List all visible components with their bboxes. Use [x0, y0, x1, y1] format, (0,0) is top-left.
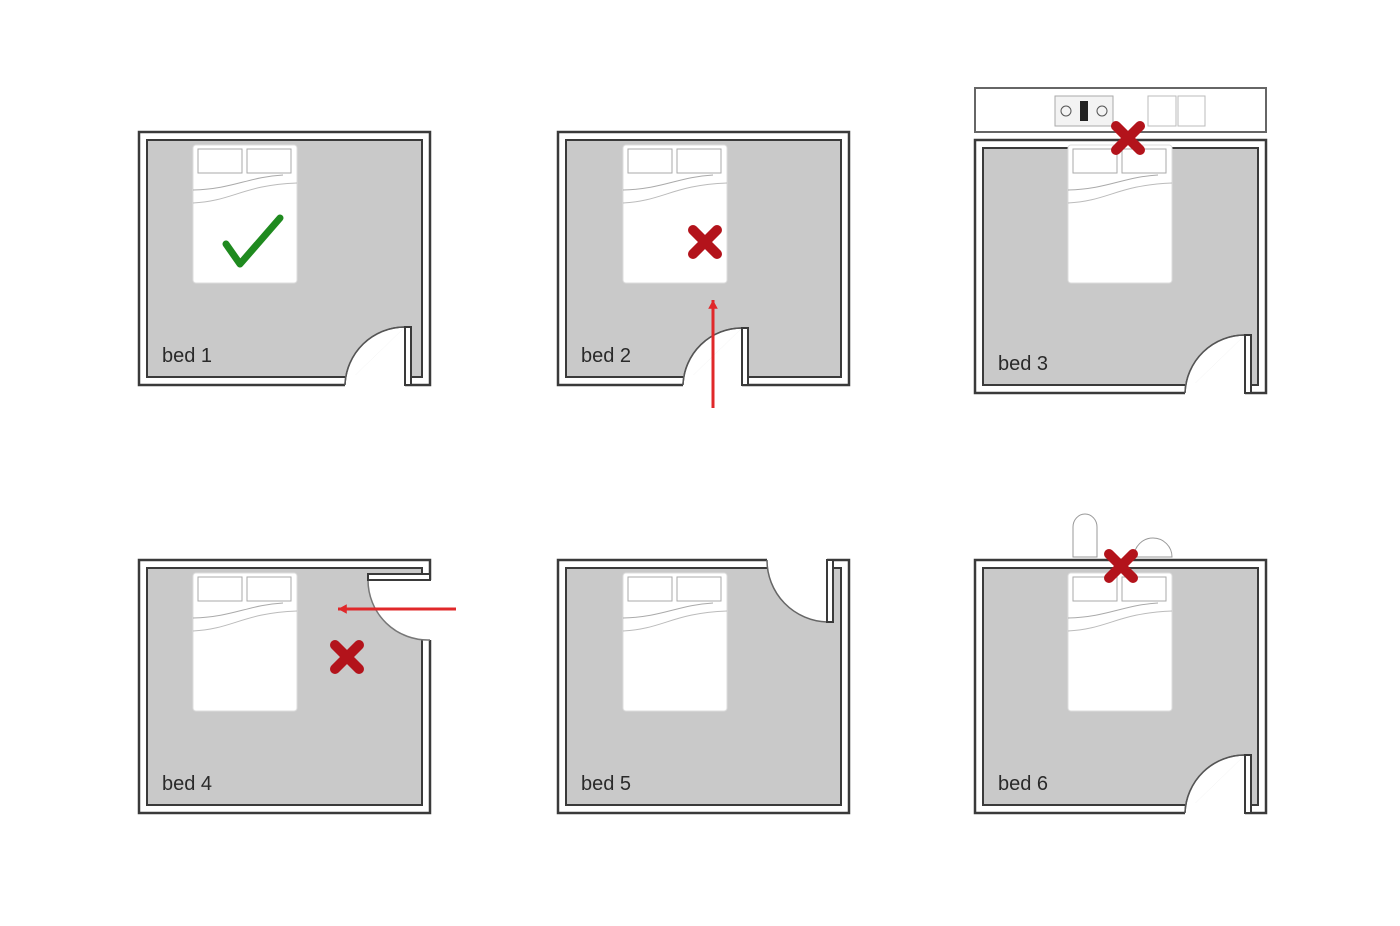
pillow — [246, 576, 292, 602]
room-label: bed 4 — [162, 773, 212, 795]
door-swing-area — [1185, 755, 1245, 813]
cross-mark-icon — [330, 640, 364, 674]
blanket-fold — [622, 602, 714, 619]
door-leaf — [1244, 754, 1252, 814]
blanket-fold — [622, 610, 728, 632]
burner — [1060, 105, 1072, 117]
door-swing-area — [1185, 335, 1245, 393]
cross-stroke — [688, 225, 722, 259]
arrow-icon — [338, 604, 456, 614]
door-arc — [1184, 754, 1246, 814]
bed — [192, 572, 298, 712]
blanket-fold — [192, 602, 284, 619]
pillow — [676, 576, 722, 602]
door-leaf — [404, 326, 412, 386]
room-label: bed 6 — [998, 773, 1048, 795]
blanket-fold — [622, 174, 714, 191]
door-leaf — [1244, 334, 1252, 394]
room-2: bed 2 — [556, 130, 851, 388]
door-arc — [1184, 334, 1246, 394]
arrow-head — [708, 300, 718, 309]
blanket-fold — [1067, 174, 1159, 191]
blanket-fold — [1067, 602, 1159, 619]
arrow-head — [338, 604, 347, 614]
cross-stroke — [1104, 549, 1138, 583]
room-1: bed 1 — [137, 130, 432, 388]
bed — [192, 144, 298, 284]
blanket-fold — [1067, 182, 1173, 204]
room-4: bed 4 — [137, 558, 433, 815]
bed — [622, 572, 728, 712]
room-label: bed 3 — [998, 353, 1048, 375]
door-swing-area — [345, 327, 405, 385]
cross-mark-icon — [688, 225, 722, 259]
blanket-fold — [192, 182, 298, 204]
bed-mattress — [192, 144, 298, 284]
room-6: bed 6 — [973, 558, 1268, 816]
bed-mattress — [192, 572, 298, 712]
door-arc — [766, 559, 828, 623]
pillow — [627, 148, 673, 174]
pillow — [627, 576, 673, 602]
room-label: bed 2 — [581, 345, 631, 367]
bed — [622, 144, 728, 284]
toilet-icon — [1072, 513, 1098, 558]
pillow — [676, 148, 722, 174]
blanket-fold — [1067, 610, 1173, 632]
pillow — [1072, 148, 1118, 174]
pillow — [197, 148, 243, 174]
room-label: bed 5 — [581, 773, 631, 795]
cross-stroke — [1111, 121, 1145, 155]
bed-mattress — [622, 572, 728, 712]
room-label: bed 1 — [162, 345, 212, 367]
cross-mark-icon — [1111, 121, 1145, 155]
check-mark-icon — [222, 214, 284, 268]
bed — [1067, 144, 1173, 284]
door-arc — [682, 327, 743, 386]
washbasin-icon — [1133, 537, 1173, 558]
sink-basin-icon — [1177, 95, 1206, 127]
arrow-icon — [708, 300, 718, 408]
bathroom-fixtures — [1072, 513, 1173, 558]
door-arc — [344, 326, 406, 386]
door-leaf — [741, 327, 749, 386]
room-5: bed 5 — [556, 557, 851, 815]
door-leaf — [826, 559, 834, 623]
door-swing-area — [767, 560, 827, 622]
door-leaf — [367, 573, 431, 581]
bed — [1067, 572, 1173, 712]
stove-control — [1080, 101, 1088, 121]
blanket-fold — [622, 182, 728, 204]
room-3: bed 3 — [973, 138, 1268, 396]
blanket-fold — [192, 610, 298, 632]
sink-basin-icon — [1147, 95, 1177, 127]
burner — [1096, 105, 1108, 117]
blanket-fold — [192, 174, 284, 191]
door-arc — [367, 579, 431, 641]
pillow — [197, 576, 243, 602]
cross-mark-icon — [1104, 549, 1138, 583]
cross-stroke — [330, 640, 364, 674]
pillow — [246, 148, 292, 174]
